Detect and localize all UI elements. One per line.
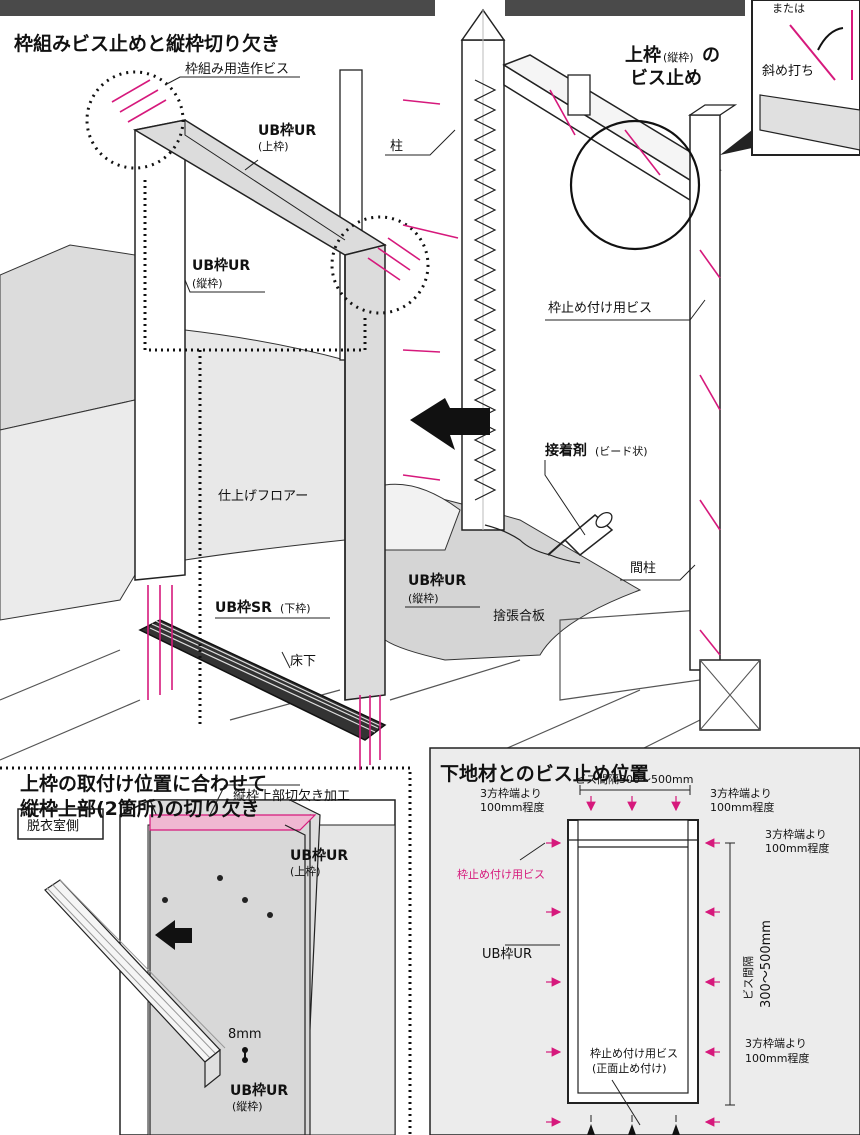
label-underfloor: 床下 (290, 654, 316, 669)
detail-circle-top-right (330, 215, 430, 315)
label-fix-screw: 枠止め付け用ビス (548, 301, 652, 316)
label-bottom-frame-b: (下枠) (280, 601, 311, 615)
label-top-frame-name: UB枠UR (258, 122, 316, 139)
spacing-top-label: ビス間隔300〜500mm (575, 773, 693, 786)
frame-name-label: UB枠UR (482, 947, 532, 962)
label-side-frame-name: UB枠UR (192, 257, 250, 274)
edge-left-1: 3方枠端より (480, 786, 542, 800)
edge-right2-2: 100mm程度 (765, 841, 829, 855)
bottom-left-title-2: 縦枠上部(2箇所)の切り欠き (20, 797, 260, 820)
edge-right-2: 100mm程度 (710, 800, 774, 814)
label-inset-or: または (772, 2, 805, 15)
screws-main (111, 79, 721, 770)
label-right-frame-sub: (縦枠) (408, 591, 439, 605)
detail-circle-top-screw (569, 119, 701, 251)
header-bar-right (505, 0, 745, 16)
floor-area (0, 244, 701, 801)
edge-left-2: 100mm程度 (480, 800, 544, 814)
spacing-vertical-b: 300〜500mm (759, 920, 774, 1008)
notch-top-frame-sub: (上枠) (290, 864, 321, 878)
label-right-frame-name: UB枠UR (408, 572, 466, 589)
leader-lines-main (164, 76, 706, 669)
room-side-label: 脱衣室側 (27, 818, 79, 834)
label-between-pillar: 間柱 (630, 561, 656, 576)
fix-screw-pink-label: 枠止め付け用ビス (457, 867, 545, 881)
adhesive-tube (547, 511, 614, 556)
dim-lines (505, 785, 735, 1126)
label-top-screw-title-1a: 上枠 (625, 44, 661, 66)
pillar (460, 8, 581, 564)
notch-process-label: 縦枠上部切欠き加工 (233, 788, 350, 804)
label-pillar: 柱 (390, 139, 403, 154)
direction-arrow (410, 398, 490, 450)
front-screw-1: 枠止め付け用ビス (590, 1046, 678, 1060)
label-floor-finish: 仕上げフロアー (218, 489, 308, 504)
label-top-frame-sub: (上枠) (258, 139, 289, 153)
bottom-left-title-1: 上枠の取付け位置に合わせて (20, 772, 267, 795)
between-pillar-stud (687, 104, 761, 731)
label-top-screw-title-1c: の (702, 45, 720, 66)
notch-side-frame-name: UB枠UR (230, 1082, 288, 1099)
notch-side-frame-sub: (縦枠) (232, 1099, 263, 1113)
notch-guide-lines (143, 180, 367, 725)
edge-bottom-2: 100mm程度 (745, 1051, 809, 1065)
bottom-right-title: 下地材とのビス止め位置 (440, 762, 649, 785)
notch-detail (44, 784, 396, 1135)
edge-right-1: 3方枠端より (710, 786, 772, 800)
label-inset-diagonal: 斜め打ち (762, 64, 814, 79)
header-bar-left (0, 0, 435, 16)
label-plywood: 捨張合板 (493, 608, 545, 624)
label-bottom-frame-a: UB枠SR (215, 599, 272, 616)
screw-position-panel (429, 747, 860, 1135)
edge-right2-1: 3方枠端より (765, 827, 827, 841)
label-top-screw-title-1b: (縦枠) (663, 50, 694, 64)
bottom-arrows-black (587, 1124, 680, 1135)
detail-circle-top-left (85, 70, 185, 170)
label-top-screw-title-2: ビス止め (630, 67, 702, 89)
front-screw-2: (正面止め付け) (592, 1062, 667, 1075)
label-adhesive-b: (ビード状) (595, 444, 648, 458)
main-title: 枠組みビス止めと縦枠切り欠き (14, 32, 280, 55)
notch-dimension: 8mm (228, 1027, 262, 1042)
bottom-left-panel-border (0, 766, 412, 1135)
inset-diagonal-screw (720, 0, 860, 156)
spacing-vertical-a: ビス間隔 (742, 956, 755, 1000)
edge-bottom-1: 3方枠端より (745, 1036, 807, 1050)
label-adhesive-a: 接着剤 (545, 442, 587, 459)
notch-top-frame-name: UB枠UR (290, 847, 348, 864)
room-side-box (17, 808, 104, 840)
screw-arrows (546, 796, 720, 1127)
door-frame (132, 119, 387, 701)
label-side-frame-sub: (縦枠) (192, 276, 223, 290)
label-frame-screw: 枠組み用造作ビス (185, 62, 289, 77)
